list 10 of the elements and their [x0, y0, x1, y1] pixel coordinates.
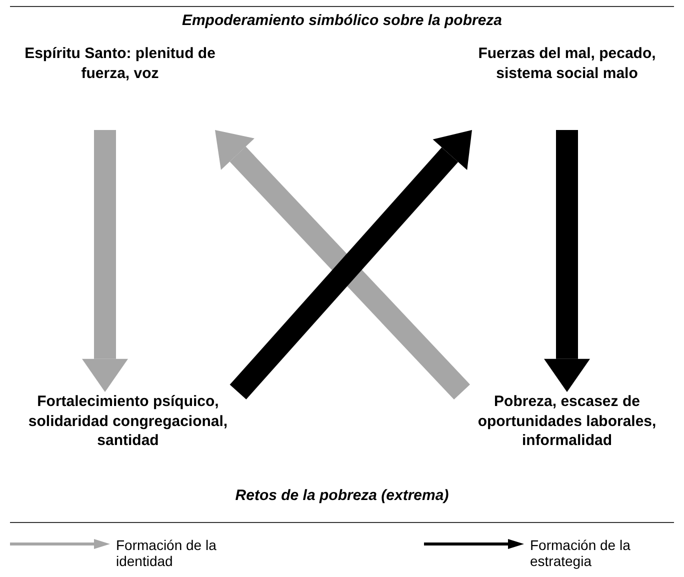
node-label: Espíritu Santo: plenitud de fuerza, voz [24, 44, 216, 83]
legend-text: Formación de la identidad [116, 537, 218, 569]
node-label: Fuerzas del mal, pecado, sistema social malo [477, 44, 657, 83]
legend-text: Formación de la estrategia [530, 537, 632, 569]
arrow [82, 130, 128, 392]
node-label: Pobreza, escasez de oportunidades laborales, informalidad [476, 392, 658, 450]
arrow [544, 130, 590, 392]
title: Empoderamiento simbólico sobre la pobreza [180, 12, 504, 29]
node-label: Fortalecimiento psíquico, solidaridad congregacional, santidad [27, 392, 229, 450]
axis-label: Retos de la pobreza (extrema) [234, 487, 450, 504]
